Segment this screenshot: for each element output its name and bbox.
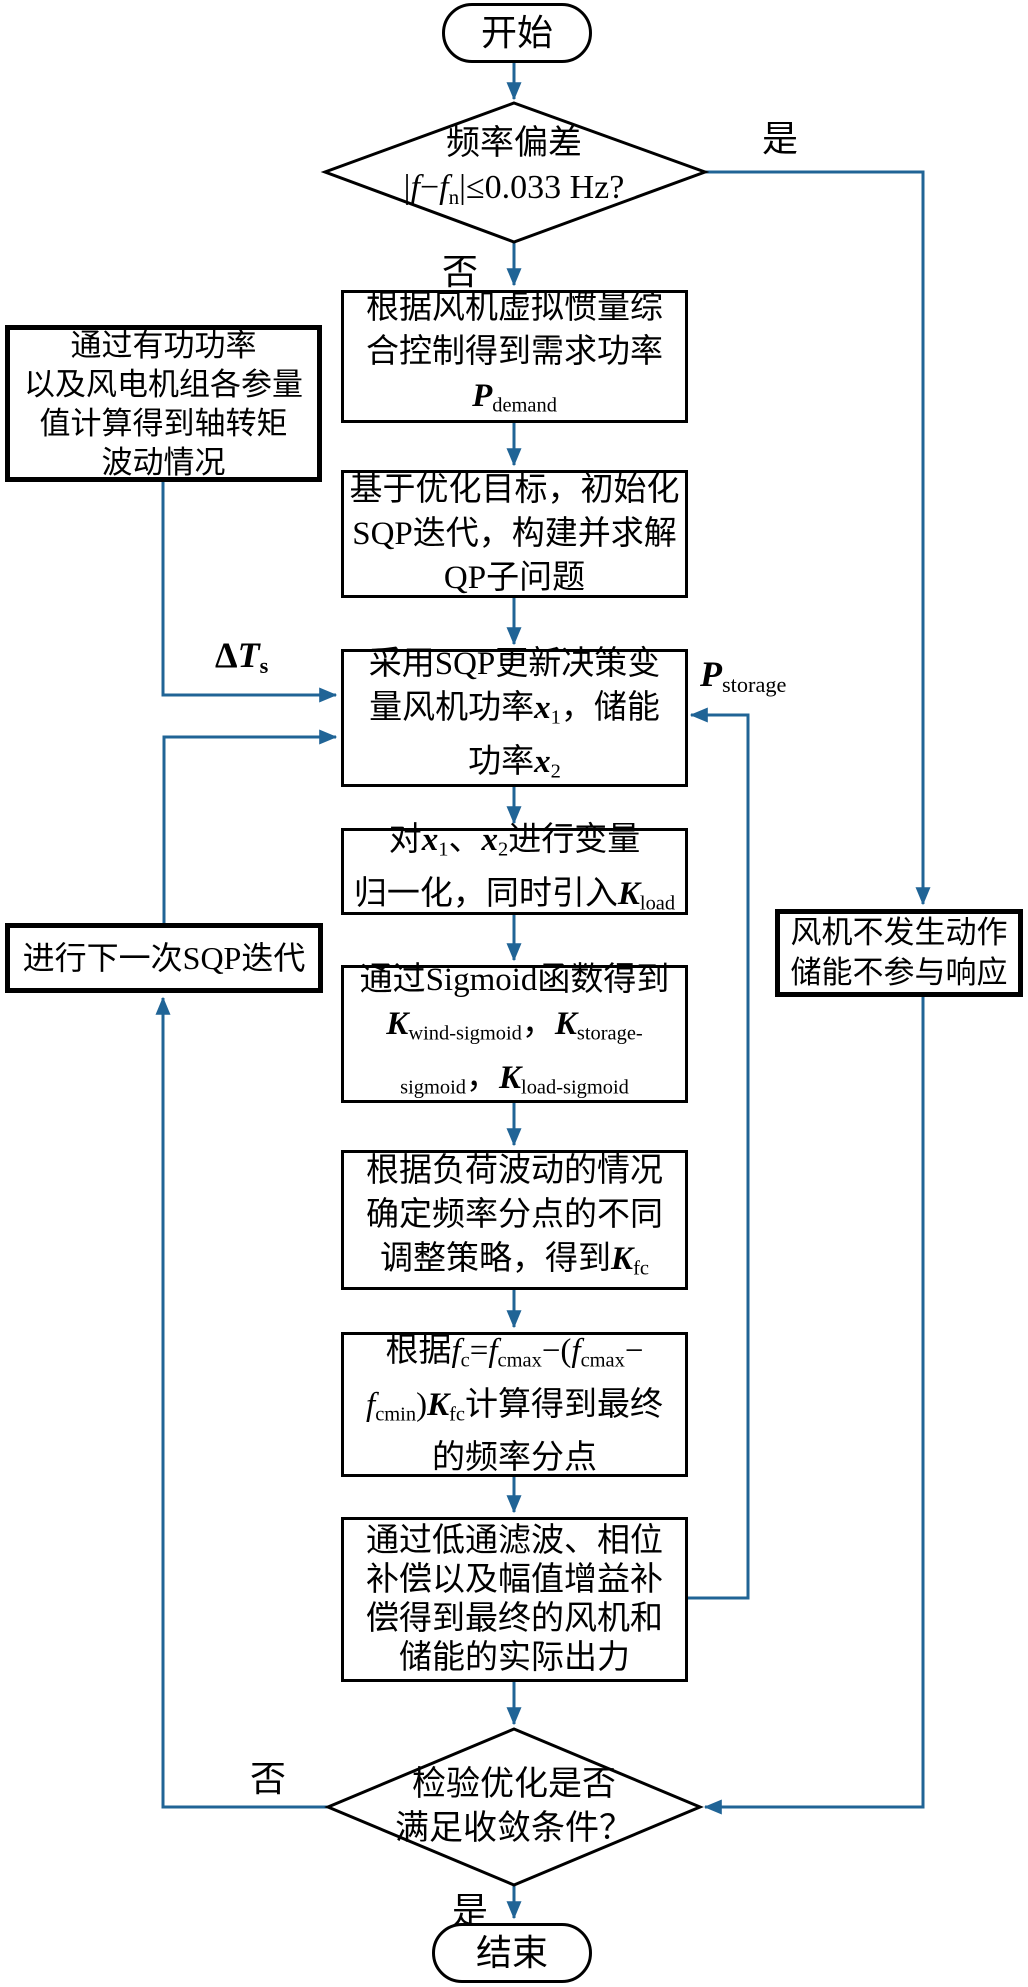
converge-decision-diamond (324, 1727, 704, 1887)
converge-decision-text: 检验优化是否 满足收敛条件？ (364, 1760, 664, 1854)
torque-line3: 值计算得到轴转矩 (39, 405, 288, 441)
sigmoid-line3: sigmoid，Kload-sigmoid (400, 1060, 629, 1099)
kfc-line1: 根据负荷波动的情况 (366, 1153, 663, 1190)
freq-decision-line2: |f−fn|≤0.033 Hz? (403, 169, 625, 209)
process-sqp-init: 基于优化目标，初始化 SQP迭代，构建并求解 QP子问题 (341, 470, 688, 598)
label-yes-top: 是 (761, 119, 798, 159)
sigmoid-line1: 通过Sigmoid函数得到 (359, 962, 670, 999)
freq-decision-text: 频率偏差 |f−fn|≤0.033 Hz? (354, 108, 674, 233)
edge-next-iter-to-sqp-update (162, 729, 338, 923)
filter-line2: 补偿以及幅值增益补 (366, 1561, 663, 1598)
edge-no-to-next-iter (155, 996, 328, 1809)
demand-line3: Pdemand (472, 377, 557, 417)
label-delta-ts: ΔTs (215, 635, 269, 679)
start-terminator: 开始 (442, 3, 592, 63)
fc-calc-line3: 的频率分点 (432, 1440, 597, 1477)
demand-line1: 根据风机虚拟惯量综 (366, 289, 663, 326)
sigmoid-line2: Kwind-sigmoid，Kstorage- (386, 1006, 643, 1045)
torque-line1: 通过有功功率 (70, 327, 257, 363)
label-yes-bottom: 是 (451, 1891, 488, 1931)
process-fc-calc: 根据fc=fcmax−(fcmax− fcmin)Kfc计算得到最终 的频率分点 (341, 1332, 688, 1477)
sqp-update-line3: 功率x2 (468, 744, 561, 783)
label-no-bottom: 否 (249, 1759, 286, 1799)
edge-yes-to-no-action (705, 170, 931, 906)
kfc-line3: 调整策略，得到Kfc (380, 1241, 649, 1280)
filter-line4: 储能的实际出力 (399, 1639, 630, 1676)
process-no-action: 风机不发生动作 储能不参与响应 (775, 909, 1023, 997)
no-action-line2: 储能不参与响应 (790, 955, 1008, 990)
process-shaft-torque: 通过有功功率 以及风电机组各参量 值计算得到轴转矩 波动情况 (5, 325, 322, 482)
kfc-line2: 确定频率分点的不同 (366, 1197, 663, 1234)
converge-line2: 满足收敛条件？ (395, 1810, 633, 1847)
sqp-init-line1: 基于优化目标，初始化 (349, 472, 680, 508)
process-sqp-update: 采用SQP更新决策变 量风机功率x1，储能 功率x2 (341, 646, 688, 787)
edge-pstorage-feedback (688, 707, 750, 1600)
process-sigmoid: 通过Sigmoid函数得到 Kwind-sigmoid，Kstorage- si… (341, 962, 688, 1103)
fc-calc-line2: fcmin)Kfc计算得到最终 (366, 1386, 663, 1426)
process-demand-power: 根据风机虚拟惯量综 合控制得到需求功率 Pdemand (341, 290, 688, 423)
process-next-sqp-iteration: 进行下一次SQP迭代 (5, 923, 323, 993)
label-no-top: 否 (441, 252, 478, 292)
converge-line1: 检验优化是否 (412, 1766, 616, 1803)
next-iter-label: 进行下一次SQP迭代 (22, 940, 306, 976)
process-kfc-strategy: 根据负荷波动的情况 确定频率分点的不同 调整策略，得到Kfc (341, 1150, 688, 1290)
sqp-init-line2: SQP迭代，构建并求解 (352, 516, 677, 552)
label-p-storage: Pstorage (700, 654, 787, 698)
sqp-init-line3: QP子问题 (443, 560, 586, 596)
normalize-line2: 归一化，同时引入Kload (353, 875, 676, 915)
demand-line2: 合控制得到需求功率 (366, 333, 663, 370)
filter-line1: 通过低通滤波、相位 (366, 1522, 663, 1559)
torque-line4: 波动情况 (101, 444, 226, 480)
start-label: 开始 (480, 13, 553, 53)
edge-no-action-to-converge-decision (703, 997, 925, 1815)
edge-torque-to-sqp-update (161, 482, 338, 703)
filter-line3: 偿得到最终的风机和 (366, 1600, 663, 1637)
process-normalize: 对x1、x2进行变量 归一化，同时引入Kload (341, 822, 688, 915)
freq-decision-line1: 频率偏差 (446, 125, 582, 163)
torque-line2: 以及风电机组各参量 (24, 366, 303, 402)
sqp-update-line1: 采用SQP更新决策变 (368, 646, 661, 683)
end-terminator: 结束 (432, 1923, 592, 1983)
process-filter-compensation: 通过低通滤波、相位 补偿以及幅值增益补 偿得到最终的风机和 储能的实际出力 (341, 1517, 688, 1682)
sqp-update-line2: 量风机功率x1，储能 (369, 690, 660, 729)
fc-calc-line1: 根据fc=fcmax−(fcmax− (385, 1332, 644, 1372)
end-label: 结束 (475, 1933, 548, 1973)
freq-decision-diamond (320, 101, 710, 244)
no-action-line1: 风机不发生动作 (790, 915, 1008, 950)
normalize-line1: 对x1、x2进行变量 (388, 821, 641, 861)
